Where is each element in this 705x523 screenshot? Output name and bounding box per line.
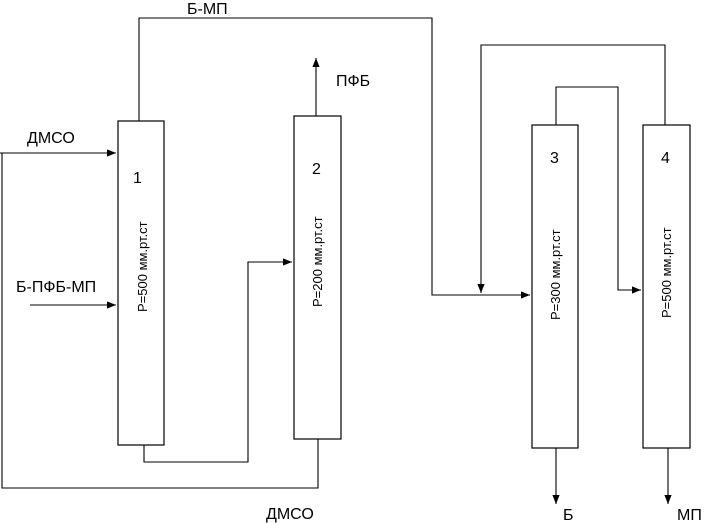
label-mp-out: МП [677,507,702,523]
label-dmso-bottom: ДМСО [266,506,314,523]
column-4-pressure: Р=500 мм.рт.ст [659,227,674,318]
col3-to-col4-line [555,86,641,294]
label-dmso-in: ДМСО [27,130,75,147]
column-4-number: 4 [661,150,670,167]
col1-to-col2-line [143,258,292,463]
label-feed: Б-ПФБ-МП [16,279,96,296]
label-b-out: Б [563,507,574,523]
column-3 [531,124,579,449]
dmso-recycle-line [1,153,319,489]
b-mp-line [138,17,530,299]
column-2 [293,115,342,440]
column-4 [642,124,691,449]
column-1 [117,120,165,446]
column-2-number: 2 [312,161,321,178]
column-1-number: 1 [133,170,142,187]
column-3-number: 3 [550,150,559,167]
label-pfb: ПФБ [336,73,370,90]
column-3-pressure: Р=300 мм.рт.ст [548,229,563,320]
label-b-mp: Б-МП [187,1,228,18]
column-1-pressure: Р=500 мм.рт.ст [135,221,150,312]
column-2-pressure: Р=200 мм.рт.ст [310,216,325,307]
col4-recycle-line [477,44,666,293]
